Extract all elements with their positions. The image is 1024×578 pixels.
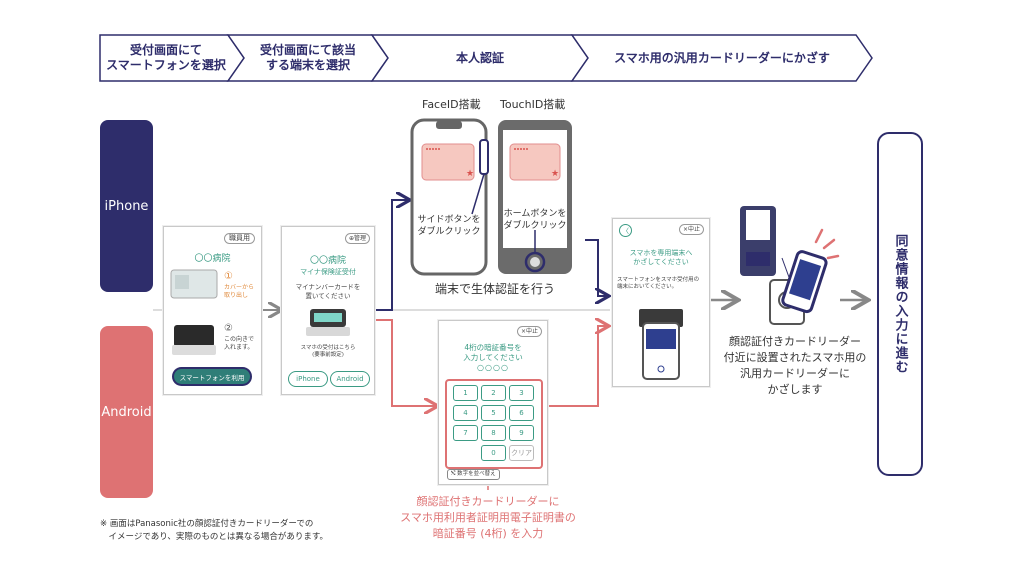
- card-reader-icon: [306, 309, 350, 336]
- key-7[interactable]: 7: [453, 425, 478, 441]
- hold-caption: 顔認証付きカードリーダー 付近に設置されたスマホ用の 汎用カードリーダーに かざ…: [723, 335, 867, 396]
- phone-on-reader-icon: [639, 309, 683, 380]
- arrow-biometric-to-reader: [585, 239, 607, 296]
- back-icon[interactable]: 〈: [619, 224, 632, 237]
- use-smartphone-button[interactable]: スマートフォンを利用: [174, 369, 250, 384]
- step1-number: ①: [224, 271, 233, 282]
- insurance-subtitle: マイナ保険証受付: [300, 268, 356, 276]
- reader-title: スマホを専用端末へ かざしてください: [629, 249, 693, 266]
- hospital-title-2: 〇〇病院: [309, 256, 346, 266]
- pin-dots: ○○○○: [477, 363, 509, 372]
- step-label-2: 受付画面にて該当 する端末を選択: [259, 43, 356, 72]
- faceid-phone: ★: [410, 118, 489, 276]
- faceid-label: FaceID搭載: [422, 98, 481, 111]
- step-label-1: 受付画面にて スマートフォンを選択: [106, 43, 226, 72]
- faceid-caption: サイドボタンを ダブルクリック: [417, 215, 481, 237]
- smartphone-note: スマホの受付はこちら (要事前設定): [300, 345, 356, 358]
- step-label-3: 本人認証: [455, 50, 504, 65]
- key-9[interactable]: 9: [509, 425, 534, 441]
- touchid-label: TouchID搭載: [500, 98, 566, 111]
- key-2[interactable]: 2: [481, 385, 506, 401]
- reader-screen: 〈 ×中止 スマホを専用端末へ かざしてください スマートフォンをスマホ受付用の…: [612, 218, 710, 387]
- final-step-box: 同意情報の入力に進む: [877, 132, 923, 476]
- shuffle-button[interactable]: ⤭ 数字を並べ替え: [447, 469, 500, 480]
- arrow-to-biometric: [372, 200, 408, 311]
- step1-text: カバーから 取り出し: [224, 284, 255, 299]
- admin-tag: ⊕管理: [344, 233, 370, 244]
- hold-reader-illustration: [740, 206, 840, 325]
- key-4[interactable]: 4: [453, 405, 478, 421]
- place-card-text: マイナンバーカードを 置いてください: [295, 283, 361, 300]
- lane-iphone: iPhone: [100, 120, 153, 292]
- keypad: 1 2 3 4 5 6 7 8 9 0 クリア: [445, 379, 543, 469]
- footnote: ※ 画面はPanasonic社の顔認証付きカードリーダーでの イメージであり、実…: [100, 519, 329, 542]
- hospital-title: 〇〇病院: [194, 254, 231, 264]
- biometric-caption: 端末で生体認証を行う: [434, 282, 555, 296]
- pin-caption: 顔認証付きカードリーダーに スマホ用利用者証明用電子証明書の 暗証番号 (4桁)…: [400, 495, 576, 540]
- reader-instruction: スマートフォンをスマホ受付用の 端末においてください。: [617, 277, 700, 290]
- android-button[interactable]: Android: [330, 371, 370, 387]
- arrow-pin-to-reader: [548, 326, 607, 407]
- reader-cancel-button[interactable]: ×中止: [678, 224, 704, 235]
- step2-number: ②: [224, 323, 233, 334]
- screen-reception-1: 職員用 〇〇病院 ① カバーから 取り出し ② この向きで 入れます。 スマート…: [163, 226, 262, 395]
- key-8[interactable]: 8: [481, 425, 506, 441]
- pin-screen: ×中止 4桁の暗証番号を 入力してください ○○○○ 1 2 3 4 5 6 7…: [438, 320, 548, 485]
- staff-tag: 職員用: [224, 233, 255, 244]
- step-label-4: スマホ用の汎用カードリーダーにかざす: [614, 50, 830, 65]
- screen-reception-2: ⊕管理 〇〇病院 マイナ保険証受付 マイナンバーカードを 置いてください スマホ…: [281, 226, 375, 395]
- svg-text:★: ★: [466, 169, 474, 179]
- lane-android: Android: [100, 326, 153, 498]
- key-0[interactable]: 0: [481, 445, 506, 461]
- key-3[interactable]: 3: [509, 385, 534, 401]
- final-step-label: 同意情報の入力に進む: [892, 234, 908, 374]
- key-6[interactable]: 6: [509, 405, 534, 421]
- touchid-caption: ホームボタンを ダブルクリック: [503, 209, 567, 231]
- step2-text: この向きで 入れます。: [224, 336, 255, 351]
- reader-image-icon: [172, 325, 216, 355]
- step-header: [99, 34, 873, 82]
- card-image-icon: [170, 269, 218, 299]
- key-5[interactable]: 5: [481, 405, 506, 421]
- arrow-to-pin: [372, 319, 436, 406]
- touchid-phone: ★: [498, 120, 572, 274]
- svg-text:★: ★: [551, 169, 559, 179]
- key-1[interactable]: 1: [453, 385, 478, 401]
- pin-cancel-button[interactable]: ×中止: [516, 326, 542, 337]
- step-chevron-4: [570, 34, 873, 82]
- key-clear[interactable]: クリア: [509, 445, 534, 461]
- iphone-button[interactable]: iPhone: [288, 371, 328, 387]
- pin-title: 4桁の暗証番号を 入力してください: [463, 343, 523, 362]
